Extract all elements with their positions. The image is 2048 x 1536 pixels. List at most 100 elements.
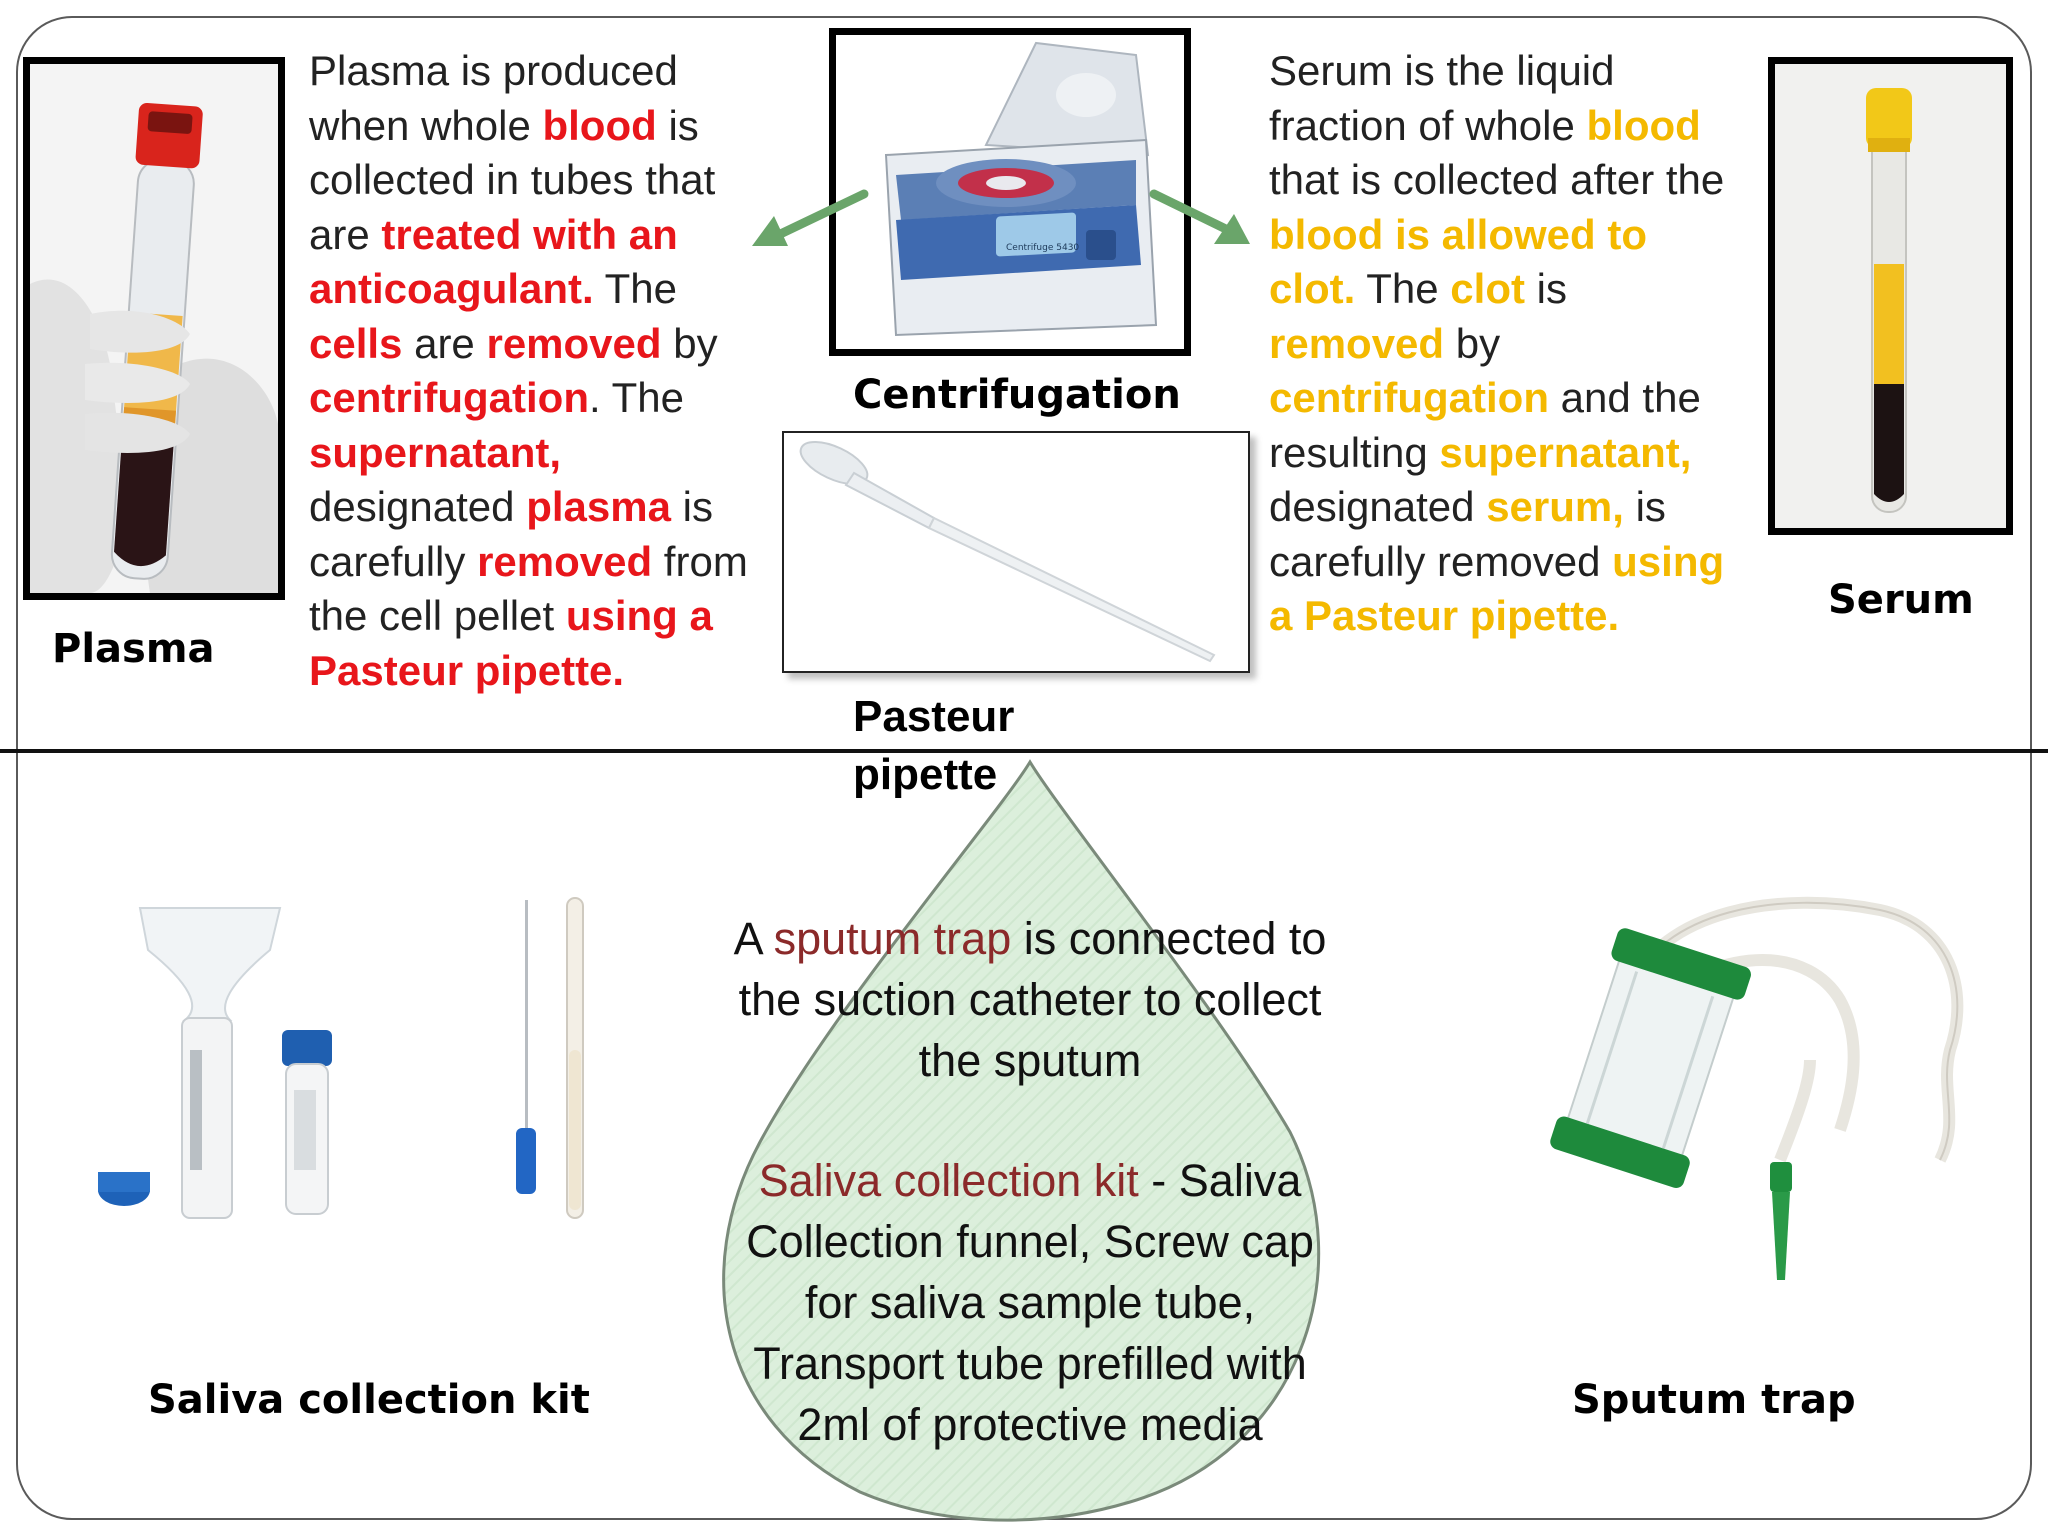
plasma-line: collected in tubes that [309, 153, 748, 208]
serum-line: Serum is the liquid [1269, 44, 1724, 99]
plasma-line: centrifugation. The [309, 371, 748, 426]
centrifugation-caption: Centrifugation [853, 372, 1181, 418]
sputum-trap-image [1550, 896, 1964, 1280]
serum-highlight: centrifugation [1269, 374, 1549, 421]
drop-highlight: sputum trap [773, 913, 1012, 964]
plasma-line: designated plasma is [309, 480, 748, 535]
plasma-highlight: plasma [526, 483, 671, 530]
plasma-highlight: removed [477, 537, 653, 585]
serum-highlight: blood [1586, 101, 1701, 149]
plasma-text: Plasma is produced [309, 47, 678, 94]
right-arrow-icon [1149, 189, 1250, 244]
plasma-tube-drawing [30, 64, 278, 593]
serum-highlight: supernatant, [1439, 428, 1692, 476]
plasma-highlight: anticoagulant. [309, 265, 594, 312]
serum-highlight: clot [1450, 265, 1525, 312]
serum-text: is [1524, 265, 1567, 312]
serum-line: a Pasteur pipette. [1269, 589, 1724, 644]
serum-tube-drawing [1775, 64, 2006, 528]
serum-highlight: clot. [1269, 265, 1356, 312]
plasma-text: The [593, 265, 677, 312]
left-arrow-icon [752, 189, 869, 246]
serum-text: that is collected after the [1269, 156, 1725, 203]
serum-highlight: blood is allowed to [1269, 210, 1647, 258]
serum-text: designated [1269, 483, 1487, 530]
centrifuge-image: Centrifuge 5430 [829, 28, 1191, 356]
plasma-highlight: treated with an [381, 210, 678, 258]
drop-shape [722, 759, 1321, 1522]
serum-line: clot. The clot is [1269, 262, 1724, 317]
serum-text: The [1355, 265, 1451, 312]
plasma-tube-image [23, 57, 285, 600]
plasma-highlight: Pasteur pipette. [309, 646, 625, 694]
serum-text: and the [1549, 374, 1701, 421]
serum-text: is [1623, 483, 1666, 530]
serum-text: Serum is the liquid [1269, 47, 1615, 94]
pasteur-pipette-caption: Pasteur pipette [853, 688, 1014, 804]
serum-text: by [1444, 319, 1501, 367]
serum-text: carefully removed [1269, 537, 1613, 585]
plasma-text: is [670, 483, 713, 530]
plasma-text: are [309, 210, 382, 258]
plasma-text: are [402, 319, 487, 367]
drop-highlight: Saliva collection kit [758, 1155, 1139, 1206]
plasma-line: carefully removed from [309, 535, 748, 590]
serum-line: blood is allowed to [1269, 208, 1724, 263]
plasma-highlight: using a [565, 592, 713, 639]
serum-description: Serum is the liquid fraction of whole blo… [1269, 44, 1724, 644]
pasteur-pipette-image [782, 431, 1250, 673]
plasma-caption: Plasma [52, 626, 215, 672]
plasma-text: designated [309, 483, 527, 530]
pasteur-caption-line1: Pasteur [853, 692, 1015, 741]
saliva-kit-image [98, 897, 584, 1219]
plasma-line: supernatant, [309, 426, 748, 481]
serum-line: resulting supernatant, [1269, 426, 1724, 481]
serum-line: removed by [1269, 317, 1724, 372]
serum-highlight: using [1612, 537, 1725, 585]
pipette-drawing [784, 433, 1248, 671]
plasma-highlight: cells [309, 319, 403, 367]
serum-highlight: a Pasteur pipette. [1269, 592, 1620, 639]
plasma-line: are treated with an [309, 208, 748, 263]
serum-line: designated serum, is [1269, 480, 1724, 535]
serum-line: centrifugation and the [1269, 371, 1724, 426]
serum-text: resulting [1269, 428, 1440, 476]
plasma-highlight: supernatant, [309, 428, 562, 476]
serum-line: fraction of whole blood [1269, 99, 1724, 154]
plasma-line: cells are removed by [309, 317, 748, 372]
plasma-text: collected in tubes that [309, 156, 716, 203]
drop-text: - Saliva Collection funnel, Screw cap fo… [746, 1155, 1314, 1450]
plasma-text: carefully [309, 537, 478, 585]
plasma-text: by [661, 319, 718, 367]
centrifuge-screen-text: Centrifuge 5430 [1006, 243, 1079, 253]
serum-line: that is collected after the [1269, 153, 1724, 208]
pasteur-caption-line2: pipette [853, 750, 998, 799]
serum-tube-image [1768, 57, 2013, 535]
plasma-line: Plasma is produced [309, 44, 748, 99]
drop-text: is connected to the suction catheter to … [738, 913, 1327, 1086]
plasma-line: anticoagulant. The [309, 262, 748, 317]
serum-highlight: removed [1269, 319, 1445, 367]
serum-line: carefully removed using [1269, 535, 1724, 590]
plasma-highlight: removed [486, 319, 662, 367]
serum-highlight: serum, [1486, 483, 1624, 530]
plasma-line: the cell pellet using a [309, 589, 748, 644]
serum-caption: Serum [1828, 577, 1974, 623]
drop-paragraph-2: Saliva collection kit - Saliva Collectio… [730, 1150, 1330, 1455]
plasma-line: when whole blood is [309, 99, 748, 154]
plasma-line: Pasteur pipette. [309, 644, 748, 699]
section-divider [0, 749, 2048, 753]
serum-text: fraction of whole [1269, 101, 1587, 149]
drop-paragraph-1: A sputum trap is connected to the suctio… [730, 908, 1330, 1091]
saliva-kit-caption: Saliva collection kit [148, 1377, 590, 1423]
plasma-text: is [656, 101, 699, 149]
plasma-text: from [652, 537, 748, 585]
sputum-trap-caption: Sputum trap [1572, 1377, 1856, 1423]
centrifuge-drawing: Centrifuge 5430 [836, 35, 1184, 349]
plasma-text: the cell pellet [309, 592, 566, 639]
plasma-text: . The [589, 374, 684, 421]
plasma-highlight: centrifugation [309, 374, 589, 421]
plasma-text: when whole [309, 101, 543, 149]
plasma-highlight: blood [542, 101, 657, 149]
